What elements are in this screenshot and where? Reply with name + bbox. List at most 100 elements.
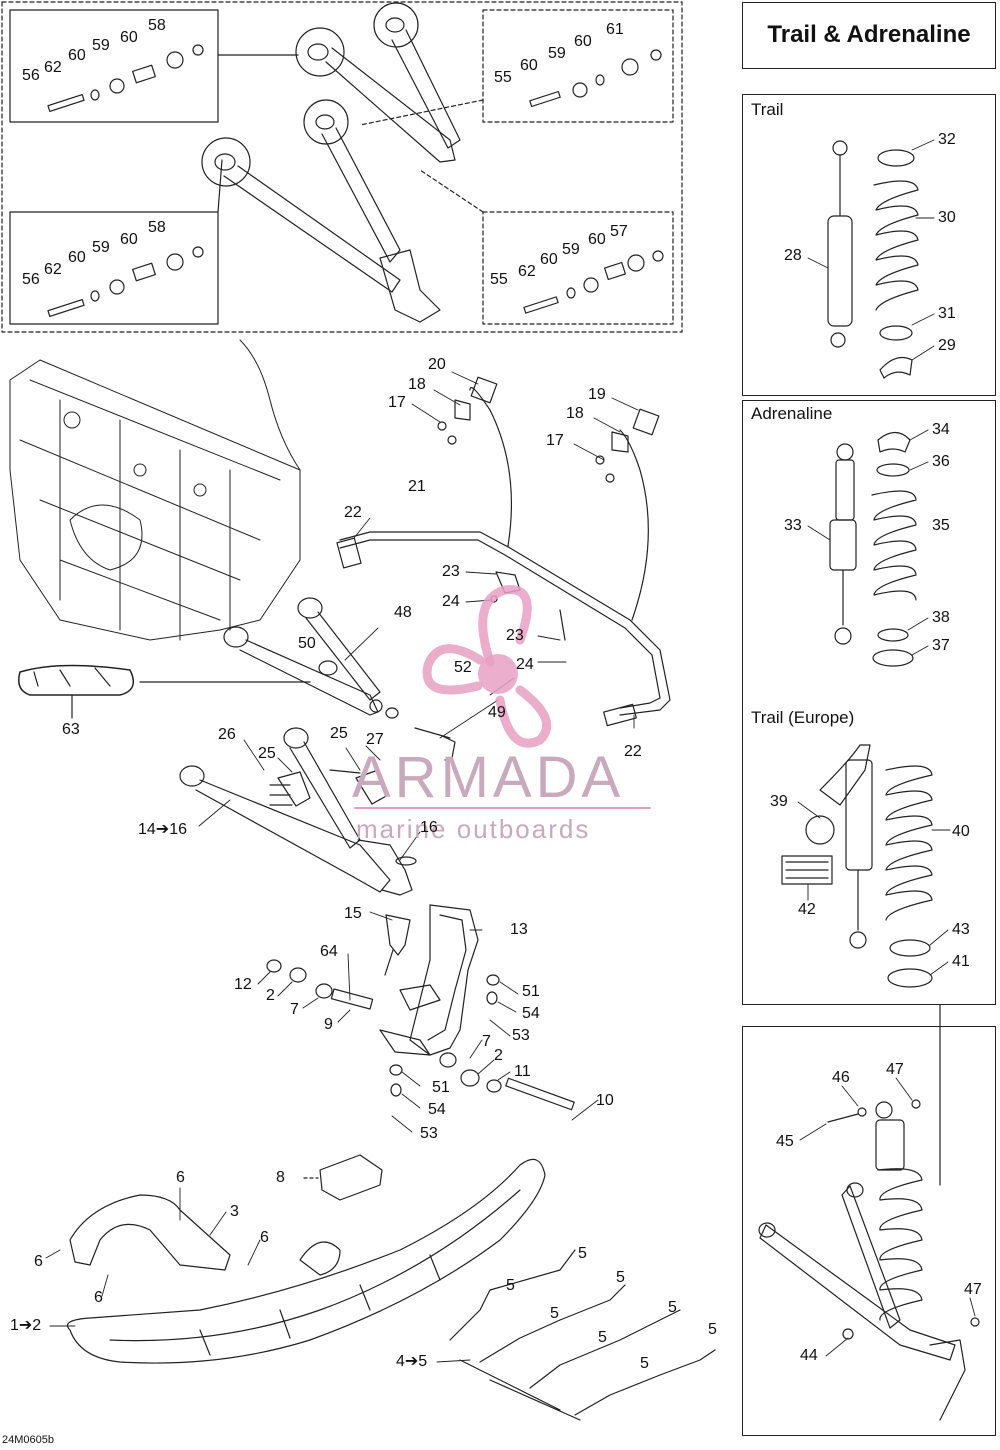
- title-box: Trail & Adrenaline: [742, 2, 996, 69]
- callout-5: 5: [578, 1245, 587, 1262]
- callout-2: 2: [494, 1047, 503, 1064]
- carbide-runner: [303, 1154, 383, 1201]
- callout-50: 50: [298, 635, 316, 652]
- callout-59: 59: [92, 239, 110, 256]
- callout-40: 40: [952, 823, 970, 840]
- bushing-kit-box-2: [482, 9, 674, 123]
- adrenaline-section-title: Adrenaline: [751, 404, 833, 423]
- callout-59: 59: [562, 241, 580, 258]
- callout-37: 37: [932, 637, 950, 654]
- callout-4-5: 4➔5: [396, 1353, 428, 1370]
- callout-1-2: 1➔2: [10, 1317, 42, 1334]
- callout-51: 51: [522, 983, 540, 1000]
- callout-55: 55: [490, 271, 508, 288]
- callout-53: 53: [512, 1027, 530, 1044]
- callout-7: 7: [290, 1001, 299, 1018]
- callout-55: 55: [494, 69, 512, 86]
- document-code: 24M0605b: [2, 1434, 54, 1446]
- callout-22: 22: [344, 504, 362, 521]
- callout-25: 25: [258, 745, 276, 762]
- ski-handle: [69, 1194, 231, 1271]
- callout-43: 43: [952, 921, 970, 938]
- callout-48: 48: [394, 604, 412, 621]
- callout-33: 33: [784, 517, 802, 534]
- adrenaline-panel: [742, 400, 996, 1005]
- spindle: [379, 904, 479, 1056]
- ras-logo-decal: [18, 664, 311, 719]
- callout-59: 59: [92, 37, 110, 54]
- callout-60: 60: [120, 29, 138, 46]
- callout-19: 19: [588, 386, 606, 403]
- callout-11: 11: [514, 1063, 531, 1080]
- bushing-set-1: [47, 44, 204, 113]
- callout-53: 53: [420, 1125, 438, 1142]
- callout-17: 17: [388, 394, 406, 411]
- callout-5: 5: [598, 1329, 607, 1346]
- callout-60: 60: [68, 47, 86, 64]
- callout-47: 47: [886, 1061, 904, 1078]
- callout-21: 21: [408, 478, 426, 495]
- bushing-set-3: [47, 246, 204, 318]
- callout-56: 56: [22, 67, 40, 84]
- callout-54: 54: [522, 1005, 540, 1022]
- upper-arm-48: [223, 597, 456, 761]
- callout-2: 2: [266, 987, 275, 1004]
- callout-54: 54: [428, 1101, 446, 1118]
- runners: [449, 1249, 716, 1421]
- callout-6: 6: [94, 1289, 103, 1306]
- callout-27: 27: [366, 731, 384, 748]
- spindle-hardware: [266, 959, 575, 1111]
- callout-15: 15: [344, 905, 362, 922]
- callout-3: 3: [230, 1203, 239, 1220]
- callout-61: 61: [606, 21, 624, 38]
- callout-13: 13: [510, 921, 528, 938]
- callout-49: 49: [488, 704, 506, 721]
- callout-6: 6: [176, 1169, 185, 1186]
- callout-42: 42: [798, 901, 816, 918]
- watermark-propeller: [422, 585, 552, 748]
- callout-5: 5: [506, 1277, 515, 1294]
- callout-56: 56: [22, 271, 40, 288]
- callout-47: 47: [964, 1281, 982, 1298]
- callout-52: 52: [454, 659, 472, 676]
- callout-46: 46: [832, 1069, 850, 1086]
- trail-europe-section-title: Trail (Europe): [751, 708, 855, 727]
- trail-panel: [742, 94, 996, 396]
- watermark-brand: ARMADA: [352, 745, 625, 810]
- bushing-kit-box-1: [9, 9, 219, 123]
- callout-45: 45: [776, 1133, 794, 1150]
- callout-34: 34: [932, 421, 950, 438]
- ski: [66, 1158, 546, 1364]
- callout-23: 23: [442, 563, 460, 580]
- sway-bar: [336, 386, 671, 727]
- watermark-propeller-hub: [478, 654, 518, 694]
- upper-a-arm: [201, 2, 461, 323]
- trail-europe-shock: [781, 744, 933, 988]
- bushing-kit-box-4: [482, 211, 674, 325]
- callout-9: 9: [324, 1016, 333, 1033]
- upper-a-arm-frame: [1, 1, 683, 333]
- lower-a-arm: [179, 727, 417, 896]
- callout-28: 28: [784, 247, 802, 264]
- bushing-kit-box-3: [9, 211, 219, 325]
- vehicle-frame: [9, 339, 301, 641]
- callout-41: 41: [952, 953, 970, 970]
- callout-64: 64: [320, 943, 338, 960]
- callout-6: 6: [34, 1253, 43, 1270]
- callout-23: 23: [506, 627, 524, 644]
- callout-17: 17: [546, 432, 564, 449]
- bushing-set-2: [529, 49, 662, 108]
- callout-59: 59: [548, 45, 566, 62]
- callout-32: 32: [938, 131, 956, 148]
- callout-30: 30: [938, 209, 956, 226]
- callout-5: 5: [640, 1355, 649, 1372]
- callout-20: 20: [428, 356, 446, 373]
- callout-10: 10: [596, 1092, 614, 1109]
- callout-16: 16: [420, 819, 438, 836]
- callout-29: 29: [938, 337, 956, 354]
- callout-14-16: 14➔16: [138, 821, 187, 838]
- callout-57: 57: [610, 223, 628, 240]
- callout-24: 24: [442, 593, 460, 610]
- callout-58: 58: [148, 17, 166, 34]
- watermark-tagline: marine outboards: [356, 814, 591, 844]
